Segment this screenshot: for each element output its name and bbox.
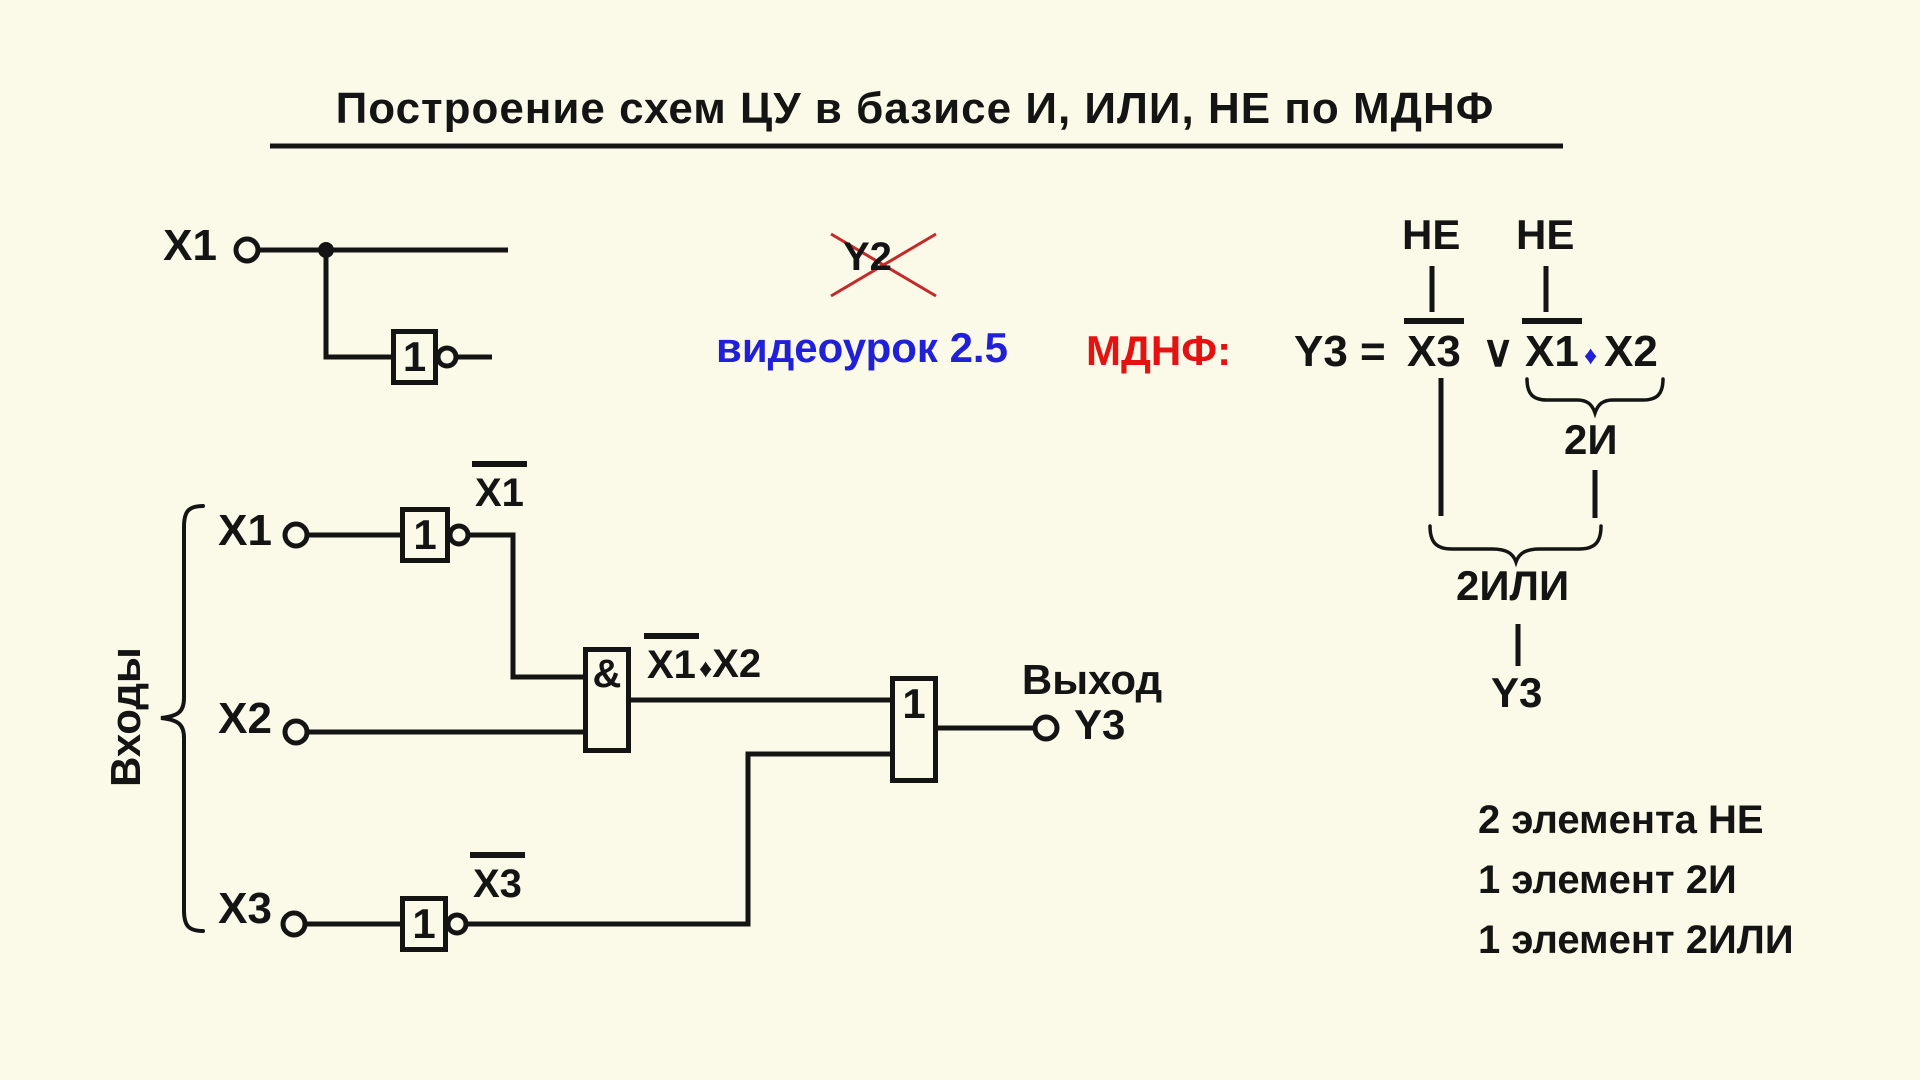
and-underbrace: [1525, 377, 1665, 419]
signal-and-output-label: X1♦X2: [644, 633, 761, 685]
input-label-x1: X1: [218, 506, 272, 555]
not-gate-x3-symbol: 1: [412, 900, 436, 947]
formula-and-dot: ♦: [1584, 340, 1598, 370]
inputs-brace: [160, 504, 205, 933]
not-gate-x3: 1: [400, 896, 448, 952]
x2-terminal: [282, 718, 310, 746]
legend-line-2: 1 элемент 2И: [1478, 858, 1737, 902]
red-cross-icon: [830, 232, 937, 298]
mdnf-label: МДНФ:: [1086, 327, 1232, 374]
lesson-note: видеоурок 2.5: [716, 324, 1008, 371]
formula-lhs: Y3 =: [1294, 327, 1386, 376]
not1-bubble: [447, 523, 471, 547]
or-gate-symbol: 1: [902, 680, 926, 727]
group-or-label: 2ИЛИ: [1456, 562, 1570, 609]
or-gate: 1: [890, 676, 938, 783]
signal-not-x1-label: X1: [472, 461, 527, 513]
not-tag-left: НЕ: [1402, 211, 1461, 258]
demo-not-gate-symbol: 1: [402, 333, 427, 380]
legend-line-1: 2 элемента НЕ: [1478, 798, 1764, 842]
demo-not-bubble: [435, 345, 459, 369]
group-and-label: 2И: [1564, 416, 1618, 463]
demo-x1-terminal: [233, 236, 261, 264]
output-label: Выход: [1021, 656, 1163, 703]
input-label-x2: X2: [218, 694, 272, 743]
inputs-brace-label: Входы: [102, 647, 149, 787]
signal-and-a: X1: [644, 633, 699, 685]
not3-bubble: [445, 912, 469, 936]
formula-or-sign: ∨: [1482, 327, 1515, 376]
formula-x2: X2: [1604, 327, 1658, 376]
demo-input-label: X1: [163, 221, 217, 270]
y3-output-terminal: [1032, 714, 1060, 742]
x1-terminal: [282, 521, 310, 549]
formula-not-x3: X3: [1404, 318, 1464, 374]
signal-and-b: X2: [712, 642, 762, 686]
wire-junction-dot: [318, 242, 334, 258]
terminals: [233, 236, 1060, 938]
signal-and-dot: ♦: [698, 653, 713, 683]
demo-not-gate: 1: [391, 329, 438, 385]
formula-result-label: Y3: [1491, 669, 1543, 716]
not-gate-x1: 1: [400, 507, 450, 563]
input-label-x3: X3: [218, 884, 272, 933]
braces: [160, 377, 1665, 933]
page-title: Построение схем ЦУ в базисе И, ИЛИ, НЕ п…: [335, 84, 1495, 133]
wires: [258, 143, 1598, 927]
and-gate: &: [583, 647, 631, 753]
not-gate-x1-symbol: 1: [413, 511, 437, 558]
or-underbrace: [1428, 524, 1603, 568]
signal-not-x3-label: X3: [470, 852, 525, 904]
formula-not-x1: X1: [1522, 318, 1582, 374]
and-gate-symbol: &: [592, 652, 622, 696]
x3-terminal: [280, 910, 308, 938]
crossed-out-label: Y2: [843, 235, 892, 279]
not-tag-right: НЕ: [1516, 211, 1575, 258]
output-name: Y3: [1074, 701, 1126, 748]
legend-line-3: 1 элемент 2ИЛИ: [1478, 918, 1794, 962]
